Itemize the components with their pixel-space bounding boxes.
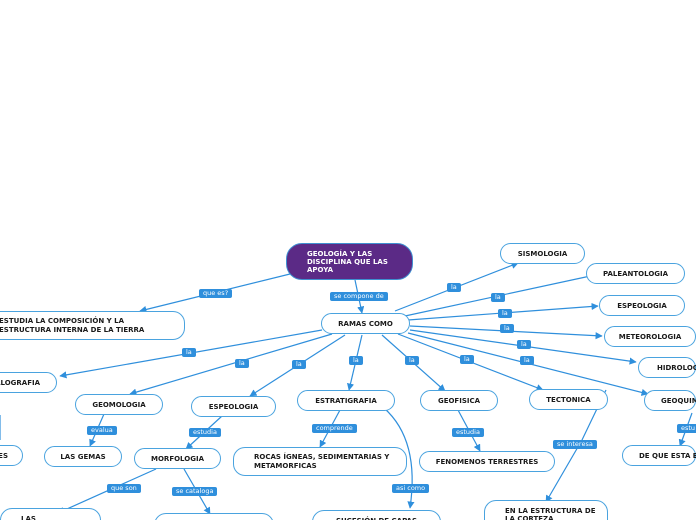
node-las-gemas[interactable]: LAS GEMAS	[44, 446, 122, 467]
link-label-que-son: que son	[107, 484, 141, 493]
link-label-evalua: evalua	[87, 426, 117, 435]
node-geoquimica[interactable]: GEOQUIM	[644, 390, 696, 411]
link-label-la-hidrologia: la	[517, 340, 531, 349]
link-label-estudia-fenomenos: estudia	[452, 428, 484, 437]
node-espeologia-right[interactable]: ESPEOLOGIA	[599, 295, 685, 316]
link-estratigrafia-sucesion	[383, 407, 415, 509]
link-label-comprende: comprende	[312, 424, 357, 433]
link-label-la-geoquimica: la	[520, 356, 534, 365]
link-label-asi-como: asi como	[392, 484, 430, 493]
node-estratigrafia[interactable]: ESTRATIGRAFIA	[297, 390, 395, 411]
node-sucesion[interactable]: SUCESIÓN DE CAPAS	[312, 510, 441, 520]
link-label-la-meteorologia: la	[500, 324, 514, 333]
link-label-la-espeologia-left: la	[292, 360, 306, 369]
node-espeologia-left[interactable]: ESPEOLOGIA	[191, 396, 276, 417]
link-label-estudia-morfologia: estudia	[189, 428, 221, 437]
link-label-la-cristalografia: la	[182, 348, 196, 357]
node-fenomenos[interactable]: FENOMENOS TERRESTRES	[419, 451, 555, 472]
node-cristalografia[interactable]: ALOGRAFIA	[0, 372, 57, 393]
node-estudia-composicion[interactable]: ESTUDIA LA COMPOSICIÓN Y LA ESTRUCTURA I…	[0, 311, 185, 340]
link-label-se-interesa: se interesa	[553, 440, 597, 449]
link-label-la-geofisica: la	[405, 356, 419, 365]
node-paleantologia[interactable]: PALEANTOLOGIA	[586, 263, 685, 284]
node-las-bottom[interactable]: LAS	[0, 508, 101, 520]
node-hidrologia[interactable]: HIDROLOG	[638, 357, 696, 378]
link-label-que-es: que es?	[199, 289, 233, 298]
link-label-la-sismologia: la	[447, 283, 461, 292]
link-label-la-paleantologia: la	[491, 293, 505, 302]
node-geomologia[interactable]: GEOMOLOGIA	[75, 394, 163, 415]
link-label-la-espeologia: la	[498, 309, 512, 318]
node-meteorologia[interactable]: METEOROLOGIA	[604, 326, 696, 347]
node-morfologia[interactable]: MORFOLOGIA	[134, 448, 221, 469]
node-cataloga-target[interactable]	[154, 513, 274, 520]
link-label-estu: estu	[677, 424, 696, 433]
node-en-la-estructura[interactable]: EN LA ESTRUCTURA DE LA CORTEZA	[484, 500, 608, 520]
node-de-que-esta[interactable]: DE QUE ESTA E	[622, 445, 696, 466]
node-sismologia[interactable]: SISMOLOGIA	[500, 243, 585, 264]
node-tectonica[interactable]: TECTONICA	[529, 389, 608, 410]
node-far-left-es[interactable]: ES	[0, 445, 23, 466]
link-label-la-estratigrafia: la	[349, 356, 363, 365]
link-label-la-geomologia: la	[235, 359, 249, 368]
node-geofisica[interactable]: GEOFISICA	[420, 390, 498, 411]
link-label-se-cataloga: se cataloga	[172, 487, 218, 496]
link-ramas-geomologia	[129, 333, 333, 396]
root-topic[interactable]: GEOLOGÍA Y LAS DISCIPLINA QUE LAS APOYA	[286, 243, 413, 280]
node-rocas[interactable]: ROCAS ÍGNEAS, SEDIMENTARIAS Y METAMORFIC…	[233, 447, 407, 476]
link-label-se-compone: se compone de	[330, 292, 388, 301]
node-ramas-como[interactable]: RAMAS COMO	[321, 313, 410, 334]
link-label-la-tectonica: la	[460, 355, 474, 364]
